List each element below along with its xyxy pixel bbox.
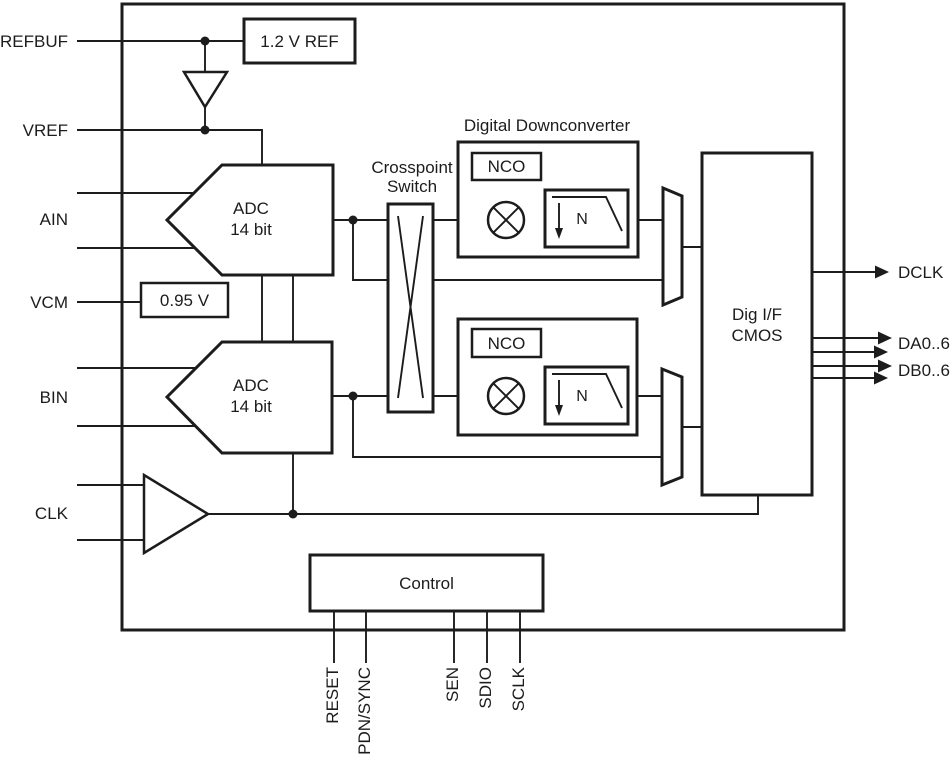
pin-label-bin: BIN	[39, 388, 68, 407]
pin-label-db: DB0..6	[898, 361, 950, 380]
arrowhead-da1	[878, 331, 892, 345]
pin-label-vref: VREF	[22, 121, 68, 140]
mux-a-shape	[661, 185, 684, 308]
wire-clk-route	[208, 495, 759, 515]
adc-a-label: ADC 14 bit	[230, 199, 272, 239]
arrowhead-db1	[878, 359, 892, 373]
vref-source-box	[242, 17, 357, 65]
junction-dot	[200, 36, 210, 46]
pin-label-sclk: SCLK	[509, 667, 528, 712]
pin-label-sen: SEN	[443, 667, 462, 702]
pin-label-pdnsync: PDN/SYNC	[355, 667, 374, 755]
dig-if-box	[700, 151, 814, 497]
lowpass-curve-icon	[552, 196, 623, 232]
down-arrowhead-icon	[555, 405, 563, 416]
junction-dot	[348, 391, 358, 401]
vref-source-label: 1.2 V REF	[260, 31, 339, 51]
chip-boundary	[120, 2, 846, 632]
junction-dot	[288, 509, 298, 519]
junction-dots	[200, 36, 358, 519]
nco-b-box	[470, 327, 543, 359]
decimator-a-icons	[552, 196, 623, 239]
arrowhead-db2	[874, 371, 888, 385]
wire-adc-b-bypass	[352, 396, 662, 458]
adc-b-shape	[164, 340, 334, 455]
control-box	[308, 553, 545, 613]
pin-label-dclk: DCLK	[898, 263, 944, 282]
mixer-b-icon	[486, 376, 526, 416]
wire-adc-a-bypass-in	[352, 220, 388, 281]
nco-b-label: NCO	[487, 333, 526, 353]
vcm-source-label: 0.95 V	[159, 290, 210, 310]
wire-vref	[77, 129, 263, 165]
pin-label-vcm: VCM	[30, 293, 68, 312]
pin-label-clk: CLK	[34, 504, 68, 523]
decimator-a-label: N	[576, 211, 588, 228]
ddc-label: Digital Downconverter	[463, 116, 631, 135]
arrowhead-dclk	[875, 265, 889, 279]
reference-buffer-triangle	[181, 70, 230, 110]
crosspoint-switch-label: Crosspoint Switch	[371, 158, 453, 196]
pin-label-da: DA0..6	[898, 334, 950, 353]
adc-b-label: ADC 14 bit	[230, 376, 272, 416]
adc-a-shape	[164, 163, 335, 277]
junction-dot	[200, 125, 210, 135]
lowpass-curve-icon	[552, 373, 623, 409]
junction-dot	[348, 215, 358, 225]
dig-if-label: Dig I/F CMOS	[731, 305, 783, 345]
pin-label-ain: AIN	[39, 210, 68, 229]
pin-label-sdio: SDIO	[476, 667, 495, 709]
crosspoint-x-icon	[397, 215, 424, 399]
decimator-b-icons	[552, 373, 623, 416]
nco-a-label: NCO	[487, 157, 526, 176]
arrowheads	[874, 265, 892, 385]
vcm-source-box	[139, 281, 230, 319]
down-arrowhead-icon	[555, 228, 563, 239]
pin-label-reset: RESET	[323, 667, 342, 724]
mixer-a-icon	[486, 200, 526, 240]
clock-buffer-triangle	[142, 472, 211, 556]
nco-a-box	[470, 151, 543, 182]
control-label: Control	[399, 573, 454, 593]
decimator-b-label: N	[576, 388, 588, 405]
arrowhead-da2	[874, 345, 888, 359]
pin-label-refbuf: REFBUF	[0, 32, 68, 51]
mux-b-shape	[660, 366, 684, 488]
